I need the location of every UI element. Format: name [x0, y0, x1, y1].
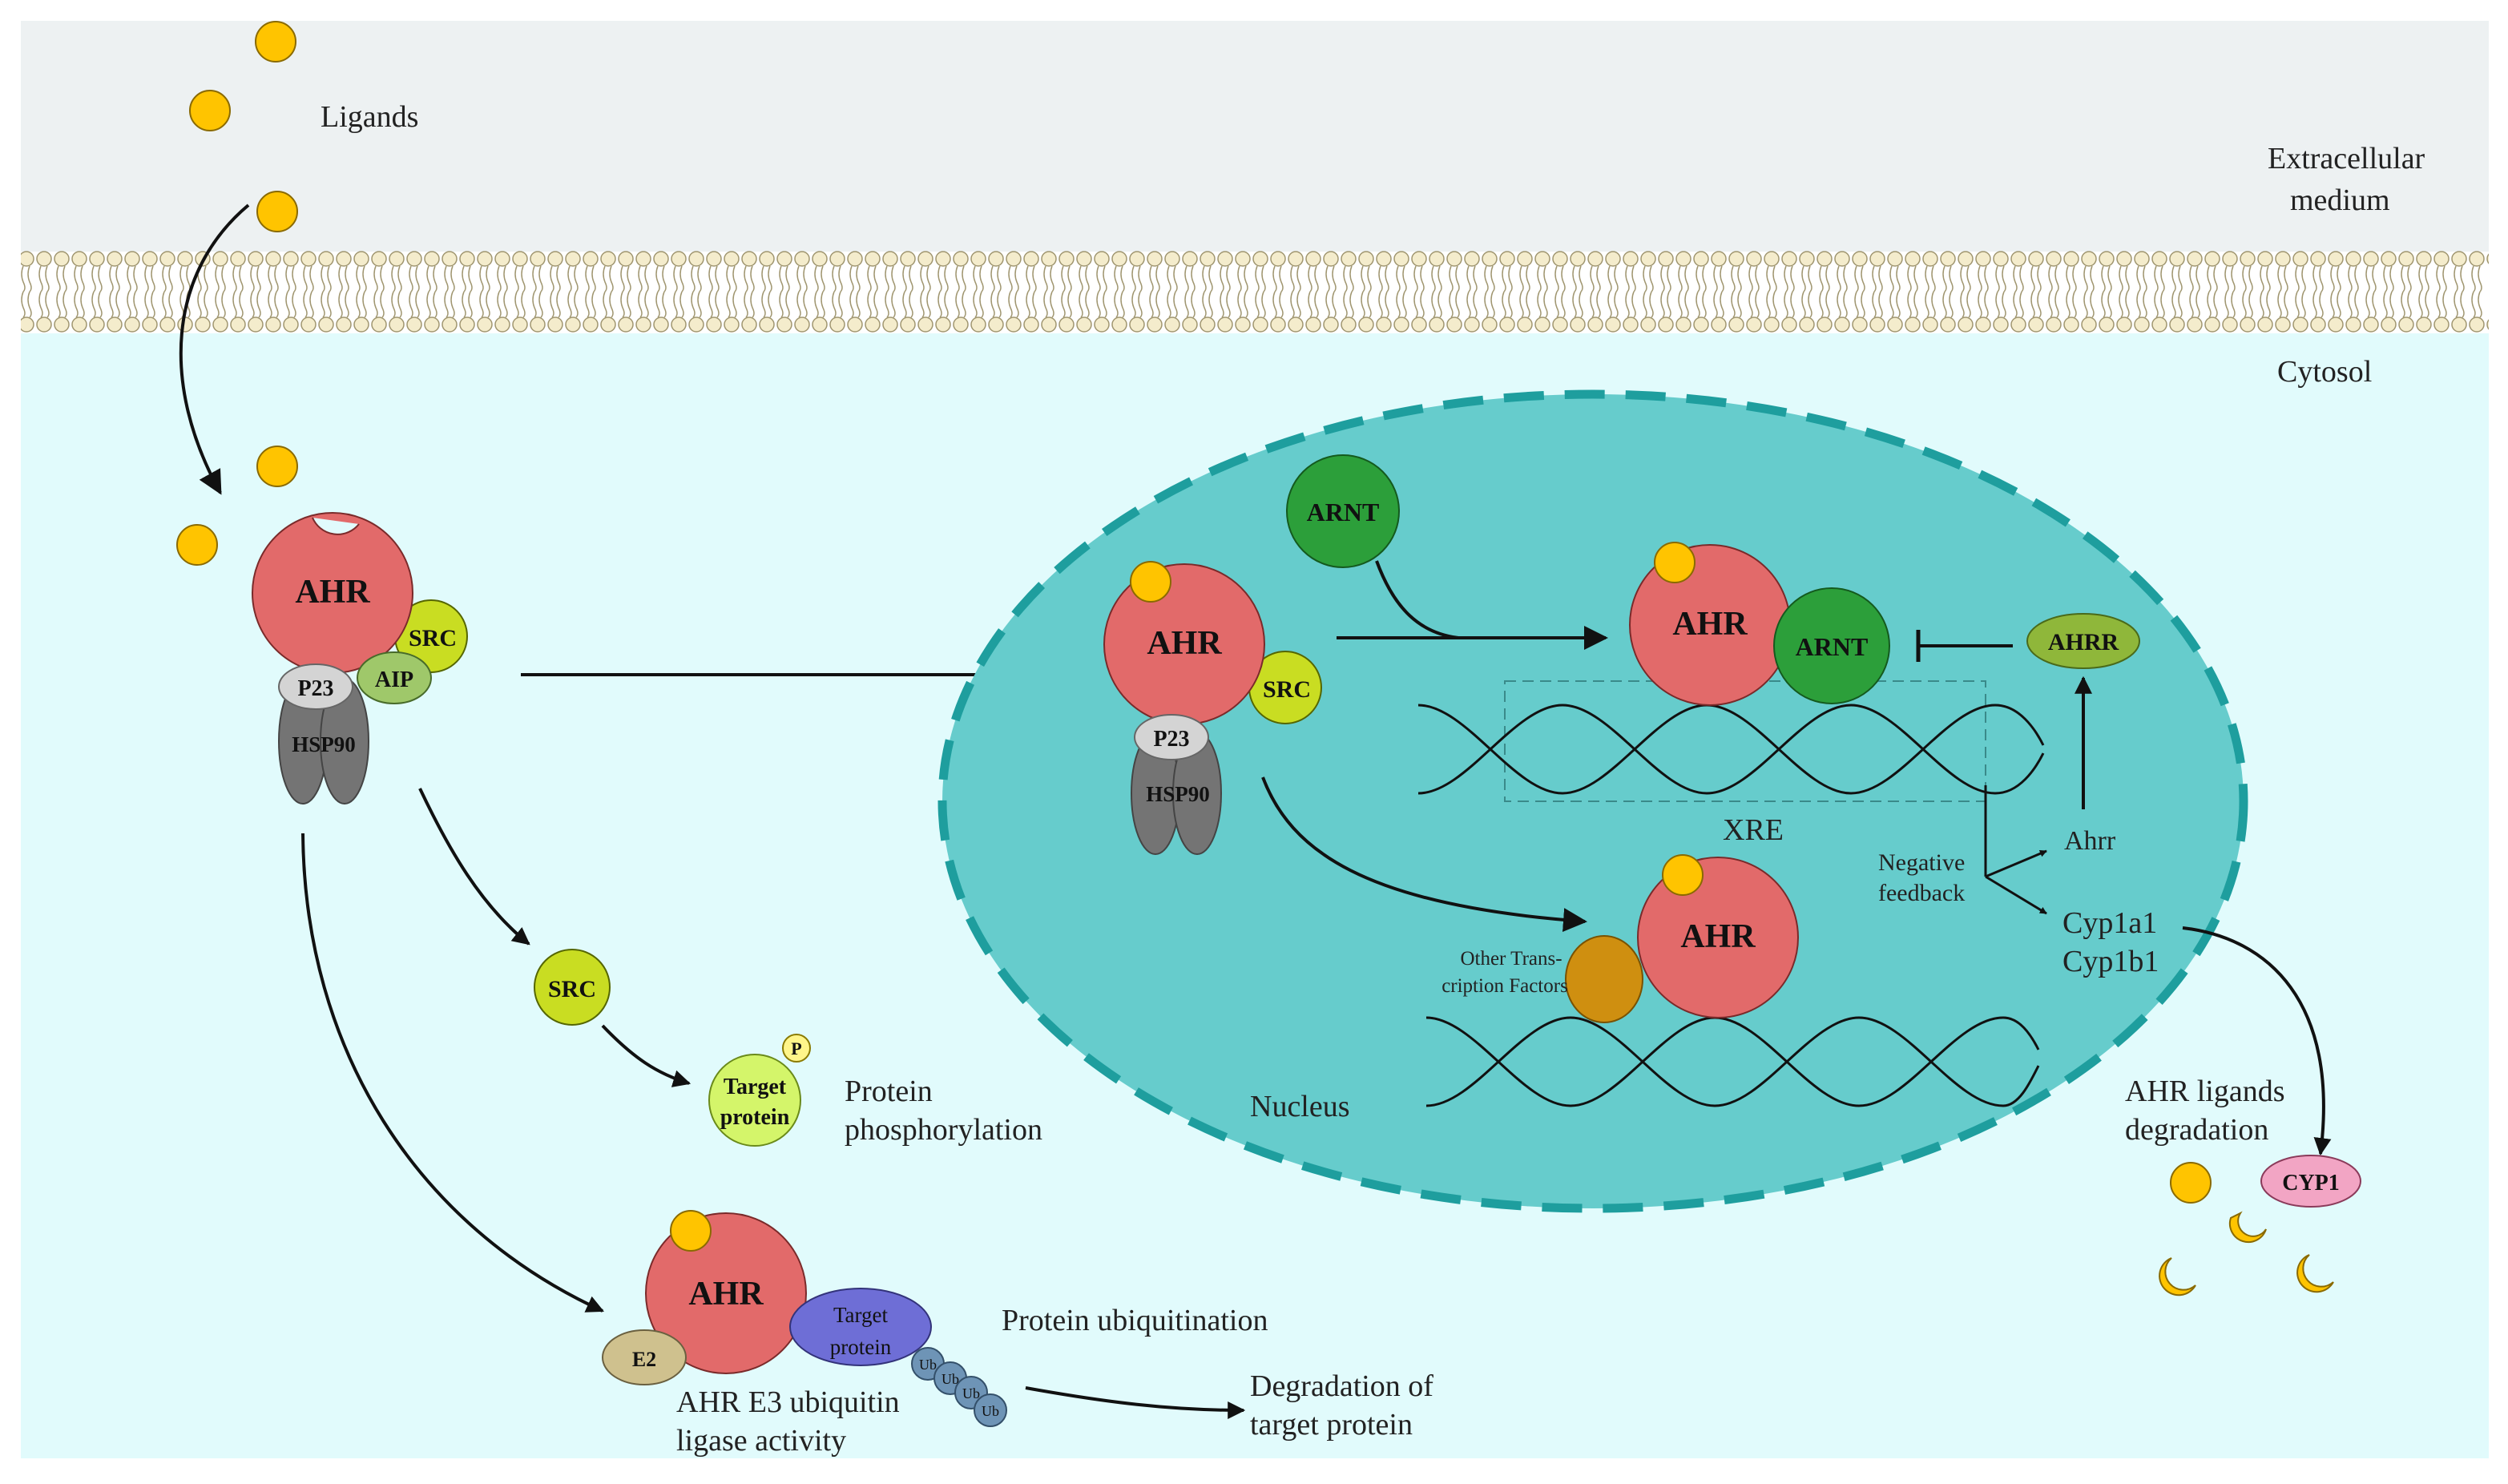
target-ubi-label-2: protein	[830, 1335, 892, 1359]
arrow-arnt-join	[1375, 560, 1459, 639]
ahr-protein-e3	[645, 1212, 807, 1374]
ahrr-protein	[2026, 613, 2140, 669]
cyp1-label: CYP1	[2282, 1171, 2340, 1196]
label-phospho-1: Protein	[845, 1075, 933, 1108]
p23-protein	[278, 663, 353, 710]
ub-label: Ub	[919, 1357, 937, 1373]
arrow-to-other-tf	[1261, 776, 1587, 933]
ligand	[2170, 1162, 2212, 1204]
ub-label: Ub	[942, 1371, 959, 1387]
ub-label: Ub	[982, 1403, 999, 1419]
e2-protein	[602, 1329, 687, 1385]
label-degradation-1: Degradation of	[1250, 1369, 1433, 1403]
ligand	[189, 90, 231, 131]
e2-label: E2	[632, 1348, 656, 1371]
other-tf-protein	[1565, 935, 1643, 1023]
arrow-to-e3	[301, 833, 605, 1313]
src-free-label: SRC	[548, 976, 596, 1002]
target-phos-label-2: protein	[720, 1105, 790, 1130]
arnt-free	[1286, 454, 1400, 568]
p23-label: P23	[1153, 727, 1189, 752]
degraded-ligand-fragment	[2228, 1211, 2267, 1244]
label-ligand-deg-1: AHR ligands	[2125, 1075, 2285, 1108]
ahr-label: AHR	[295, 574, 370, 611]
arrow-phosphorylation	[601, 1024, 692, 1087]
ahr-protein-tf	[1637, 857, 1799, 1018]
label-ligands: Ligands	[321, 100, 418, 134]
label-other-tf-2: cription Factors	[1441, 975, 1568, 997]
label-medium: medium	[2290, 183, 2390, 217]
aip-protein	[357, 651, 432, 704]
hsp90-label: HSP90	[1146, 782, 1210, 806]
ubiquitin	[974, 1393, 1007, 1427]
p23-protein	[1134, 714, 1209, 760]
arrow-to-ahrr-gene	[1985, 849, 2047, 878]
ligand	[255, 21, 296, 63]
label-ubiquitination: Protein ubiquitination	[1002, 1304, 1268, 1337]
ligand	[1662, 854, 1704, 896]
label-negative: Negative	[1878, 849, 1965, 876]
label-cyp1a1: Cyp1a1	[2062, 906, 2157, 940]
ahr-label: AHR	[1147, 625, 1222, 662]
phosphate-label: P	[791, 1038, 801, 1059]
dna-helix-bottom	[1425, 1016, 2040, 1107]
label-degradation-2: target protein	[1250, 1408, 1413, 1442]
ahrr-label: AHRR	[2048, 629, 2119, 655]
cyp1-protein	[2260, 1155, 2361, 1208]
label-cyp1b1: Cyp1b1	[2062, 945, 2159, 978]
src-label: SRC	[409, 625, 457, 651]
arrow-ligand-entry	[179, 204, 250, 495]
degraded-ligand-fragment	[2159, 1257, 2196, 1296]
label-feedback: feedback	[1878, 880, 1965, 906]
ligand	[1130, 561, 1171, 603]
ahr-label-tf: AHR	[1680, 918, 1756, 955]
arrow-to-src	[418, 788, 530, 946]
src-free	[534, 949, 611, 1026]
ligand	[670, 1210, 712, 1252]
arnt-bound-label: ARNT	[1796, 632, 1869, 661]
arnt-bound	[1773, 587, 1890, 704]
ligand	[1654, 542, 1696, 583]
label-extracellular: Extracellular	[2268, 142, 2425, 175]
nuclear-ahr-complex: HSP90 SRC AHR P23	[1103, 561, 1322, 855]
src-label: SRC	[1263, 676, 1311, 703]
label-ligand-deg-2: degradation	[2125, 1113, 2268, 1147]
aip-label: AIP	[375, 667, 413, 692]
label-nucleus: Nucleus	[1250, 1090, 1350, 1123]
arrow-cyp-degradation	[2182, 926, 2332, 1156]
label-e3-1: AHR E3 ubiquitin	[676, 1385, 900, 1419]
ligand	[176, 524, 218, 566]
ligand	[256, 191, 298, 232]
target-protein-phos	[708, 1054, 801, 1147]
label-ahrr-gene: Ahrr	[2064, 826, 2116, 856]
arrow-degradation	[1025, 1386, 1246, 1419]
p23-label: P23	[297, 676, 333, 701]
target-protein-ubi	[789, 1288, 932, 1366]
label-xre: XRE	[1723, 813, 1784, 847]
cytosolic-ahr-complex: HSP90 SRC AHR P23 AIP	[252, 512, 468, 805]
ubiquitin-chain: Ub Ub Ub Ub	[911, 1347, 1007, 1427]
ligand	[256, 446, 298, 487]
ahr-label-e3: AHR	[688, 1276, 764, 1313]
target-phos-label-1: Target	[724, 1075, 787, 1099]
cell-membrane	[21, 250, 2489, 333]
phosphate-group	[782, 1034, 811, 1063]
arrow-to-cyp	[1985, 875, 2047, 915]
arnt-free-label: ARNT	[1307, 498, 1380, 526]
label-other-tf-1: Other Trans-	[1460, 948, 1562, 970]
hsp90-label: HSP90	[292, 732, 356, 756]
target-ubi-label-1: Target	[833, 1303, 889, 1327]
ahr-e3-complex: AHR E2 Target protein Ub Ub Ub Ub	[602, 1210, 1007, 1427]
ub-label: Ub	[962, 1385, 980, 1401]
label-e3-2: ligase activity	[676, 1424, 846, 1458]
extracellular-region	[21, 21, 2489, 252]
label-phospho-2: phosphorylation	[845, 1113, 1042, 1147]
ahr-label-bound: AHR	[1672, 606, 1748, 643]
ligand-binding-pocket	[312, 517, 360, 535]
degraded-ligand-fragment	[2296, 1254, 2334, 1293]
ligand-group-extracellular	[189, 21, 298, 232]
label-cytosol: Cytosol	[2277, 355, 2372, 389]
